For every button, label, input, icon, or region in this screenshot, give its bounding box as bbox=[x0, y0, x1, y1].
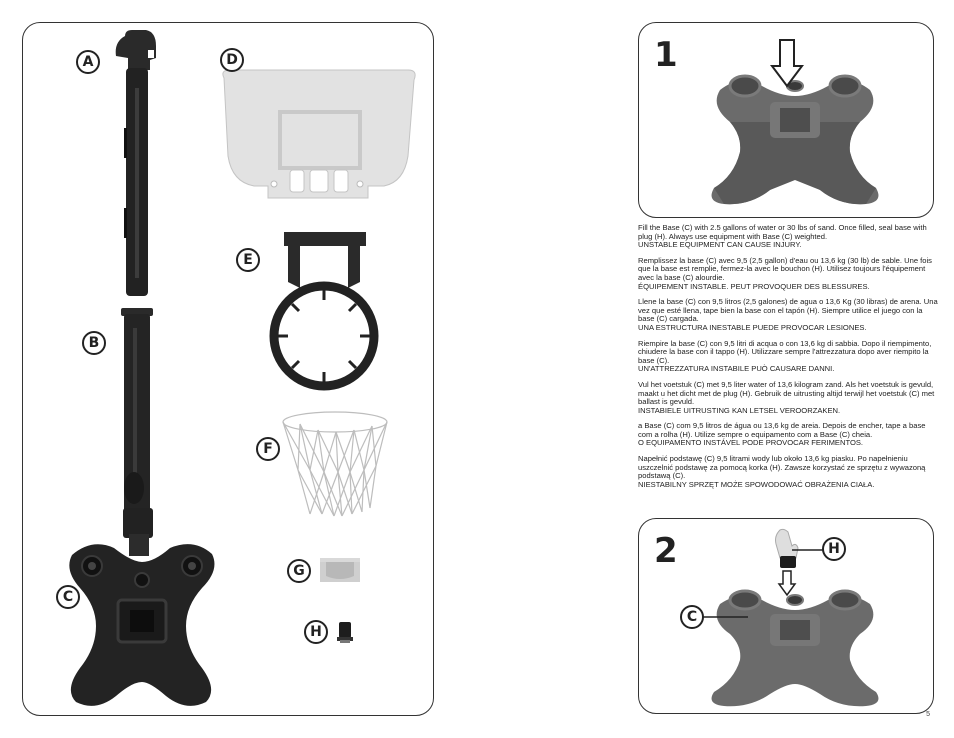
step-2-callout-h: H bbox=[822, 537, 846, 561]
step-2-callout-h-line bbox=[792, 549, 826, 551]
part-h-label: H bbox=[304, 620, 328, 644]
step-2-callout-c: C bbox=[680, 605, 704, 629]
instruction-it: Riempire la base (C) con 9,5 litri di ac… bbox=[638, 338, 932, 374]
instruction-nl: Vul het voetstuk (C) met 9,5 liter water… bbox=[638, 379, 935, 415]
instructions-text: Fill the Base (C) with 2.5 gallons of wa… bbox=[638, 223, 938, 496]
part-e-label: E bbox=[236, 248, 260, 272]
part-a-upper-pole-image bbox=[115, 30, 156, 296]
page-number: 5 bbox=[926, 711, 930, 718]
part-e-rim-image bbox=[269, 232, 379, 391]
part-c-base-image bbox=[69, 544, 215, 706]
instruction-pl: Napełnić podstawę (C) 9,5 litrami wody l… bbox=[638, 454, 926, 489]
part-b-label: B bbox=[82, 331, 106, 355]
instruction-en: Fill the Base (C) with 2.5 gallons of wa… bbox=[638, 223, 927, 250]
instruction-es: Llene la base (C) con 9,5 litros (2,5 ga… bbox=[638, 297, 938, 332]
step-1-number: 1 bbox=[654, 35, 678, 75]
part-f-net-image bbox=[282, 411, 388, 517]
part-g-label: G bbox=[287, 559, 311, 583]
part-d-backboard-image bbox=[222, 69, 416, 199]
part-a-label: A bbox=[76, 50, 100, 74]
instruction-pt: a Base (C) com 9,5 litros de água ou 13,… bbox=[638, 421, 926, 448]
part-h-plug-image bbox=[337, 622, 353, 643]
step-2-base-illustration bbox=[711, 589, 879, 707]
step-2-callout-c-line bbox=[702, 616, 748, 618]
step-2-down-arrow-icon bbox=[777, 570, 797, 597]
part-g-bracket-image bbox=[320, 558, 360, 582]
instruction-fr: Remplissez la base (C) avec 9,5 (2,5 gal… bbox=[638, 255, 932, 291]
part-f-label: F bbox=[256, 437, 280, 461]
part-c-label: C bbox=[56, 585, 80, 609]
step-1-base-illustration bbox=[711, 74, 879, 205]
step-1-down-arrow-icon bbox=[770, 39, 804, 88]
step-2-hand-with-plug-image bbox=[775, 528, 799, 568]
step-2-number: 2 bbox=[654, 531, 678, 571]
part-d-label: D bbox=[220, 48, 244, 72]
part-b-lower-pole-image bbox=[121, 308, 153, 556]
